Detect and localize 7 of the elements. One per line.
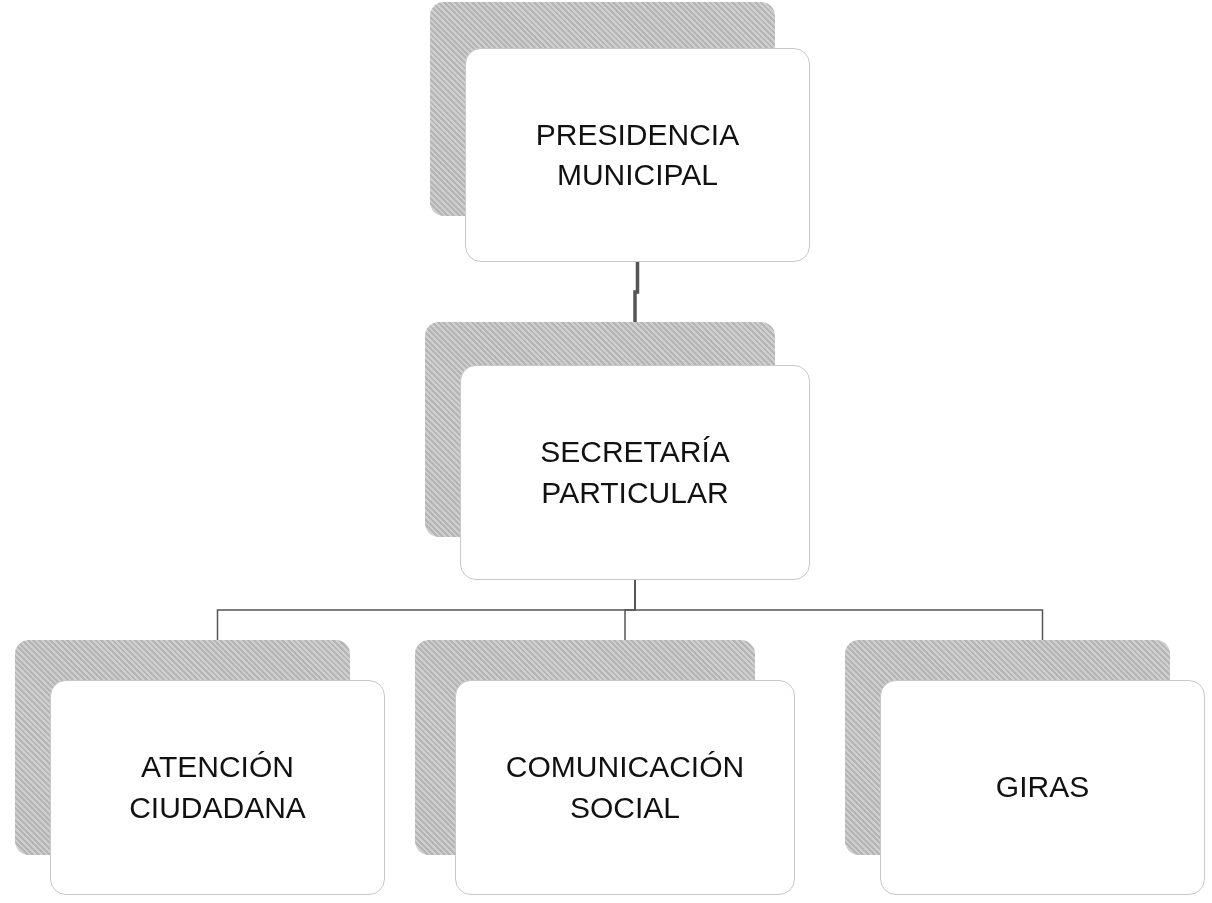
connector-line bbox=[634, 579, 1044, 641]
unit-label: SECRETARÍA PARTICULAR bbox=[539, 434, 731, 511]
connector-line bbox=[633, 262, 640, 322]
unit-label: ATENCIÓN CIUDADANA bbox=[128, 749, 307, 826]
unit-label: COMUNICACIÓN SOCIAL bbox=[504, 749, 746, 826]
unit-label: PRESIDENCIA MUNICIPAL bbox=[534, 116, 741, 193]
unit-label: GIRAS bbox=[995, 769, 1090, 806]
